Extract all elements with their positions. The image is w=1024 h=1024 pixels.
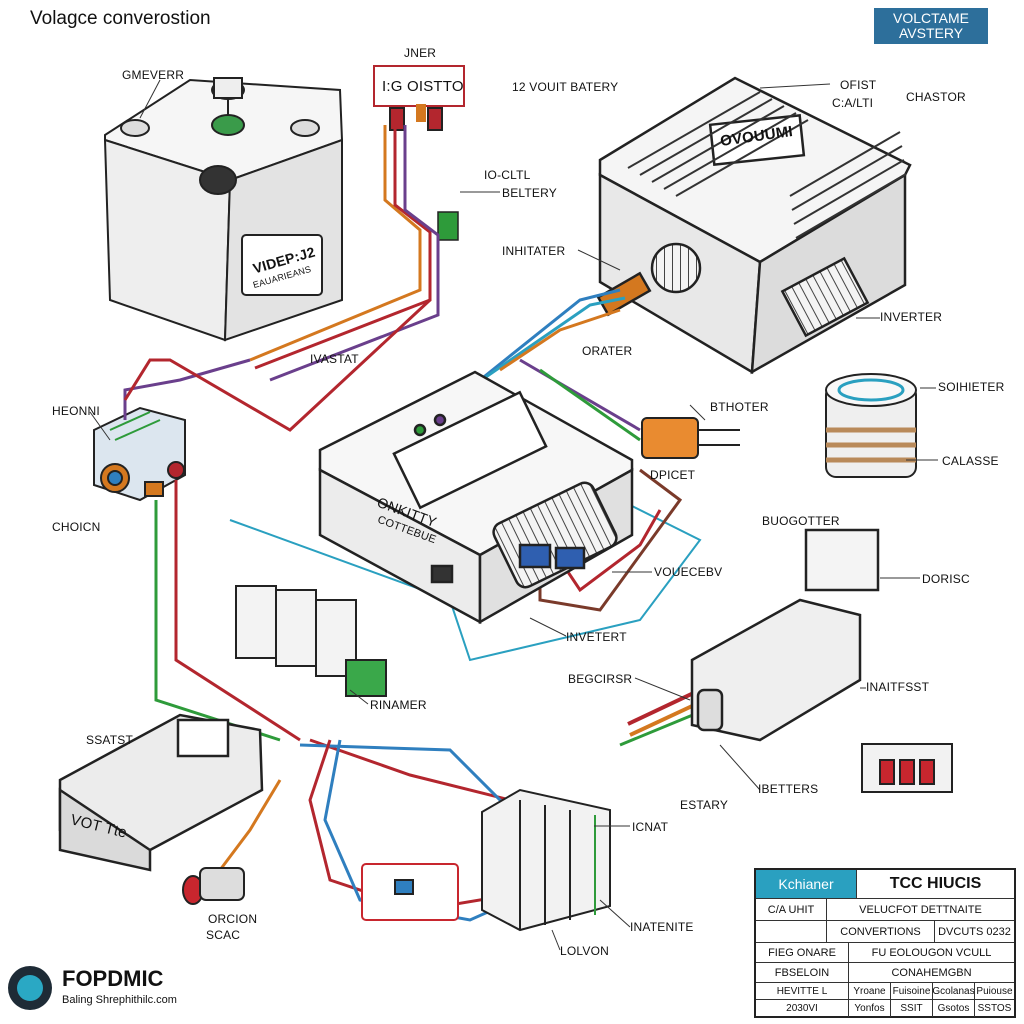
title-block-header-right: TCC HIUCIS: [856, 870, 1014, 898]
switch-module: [93, 406, 186, 502]
label-cavti: C:A/LTI: [832, 96, 874, 110]
badge-line-2: AVSTERY: [898, 25, 964, 41]
inverter-fins: [627, 91, 907, 239]
green-connector: [437, 211, 459, 241]
label-begcirsr: BEGCIRSR: [568, 672, 633, 686]
brand-badge: VOLCTAME AVSTERY: [874, 8, 988, 44]
title-block-row6-cell: Gsotos: [932, 1000, 974, 1017]
title-block-row5-cell: Fuisoine: [890, 983, 932, 1000]
label-vasvsti: IVASTAT: [310, 352, 359, 366]
title-block-row4-left: FBSELOIN: [774, 967, 830, 979]
title-block-row-1: C/A UHIT VELUCFOT DETTNAITE: [756, 898, 1014, 921]
orange-connector: [641, 417, 740, 459]
title-block-row1-right: VELUCFOT DETTNAITE: [826, 899, 1014, 921]
pcb-card: [361, 863, 459, 921]
title-block-row5-cell: Gcolanas: [932, 983, 974, 1000]
label-sohieter: SOIHIETER: [938, 380, 1005, 394]
label-inatenite: INATENITE: [630, 920, 694, 934]
label-12v-battery: 12 VOUIT BATERY: [512, 80, 619, 94]
title-block-row2-mid: CONVERTIONS: [826, 921, 934, 943]
label-calasse: CALASSE: [942, 454, 999, 468]
label-buogotter: BUOGOTTER: [762, 514, 840, 528]
relay-block: [373, 65, 465, 131]
title-block-header-left: Kchianer: [756, 870, 856, 898]
label-ssatst: SSATST: [86, 733, 133, 747]
title-block-row3-right: FU EOLOUGON VCULL: [848, 943, 1014, 963]
label-orcion: ORCION: [208, 912, 258, 926]
title-block-row3-left: FIEG ONARE: [768, 947, 836, 959]
title-block-row-3: FIEG ONARE FU EOLOUGON VCULL: [756, 942, 1014, 963]
leader-lines: [89, 79, 938, 951]
title-block-row4-right: CONAHEMGBN: [848, 963, 1014, 983]
label-doris: DORISC: [922, 572, 970, 586]
logo-name: FOPDMIC: [62, 966, 164, 991]
title-block-row6-cell: SSTOS: [974, 1000, 1014, 1017]
label-choion: CHOICN: [52, 520, 101, 534]
label-hedgni: HEONNI: [52, 404, 100, 418]
label-scac: SCAC: [206, 928, 241, 942]
label-ibetters: IBETTERS: [758, 782, 819, 796]
title-block-header: Kchianer TCC HIUCIS: [756, 870, 1014, 898]
logo-url: Baling Shrephithilc.com: [62, 994, 177, 1006]
title-block: Kchianer TCC HIUCIS C/A UHIT VELUCFOT DE…: [754, 868, 1016, 1018]
label-inhitater: INHITATER: [502, 244, 566, 258]
site-logo: FOPDMIC Baling Shrephithilc.com: [8, 964, 228, 1016]
page-title: Volagce converostion: [30, 8, 211, 29]
label-ofist: OFIST: [840, 78, 877, 92]
label-inverter: INVERTER: [880, 310, 943, 324]
title-block-row-5: HEVITTE L Yroane Fuisoine Gcolanas Puiou…: [756, 982, 1014, 1000]
converter-box: [318, 370, 634, 625]
label-lolvon: LOLVON: [560, 944, 609, 958]
label-estary: ESTARY: [680, 798, 729, 812]
label-icnat: ICNAT: [632, 820, 669, 834]
logo-mark-icon: [8, 966, 52, 1010]
title-block-row6-cell: Yonfos: [848, 1000, 890, 1017]
label-relay: I:G OISTTO: [382, 78, 464, 95]
label-io-clt: IO-CLTL: [484, 168, 531, 182]
label-vouecebv: VOUECEBV: [654, 565, 723, 579]
title-block-row1-left: C/A UHIT: [767, 904, 815, 916]
label-gmeverr: GMEVERR: [122, 68, 185, 82]
capacitor-coil: [825, 373, 917, 478]
title-block-row6-cell: SSIT: [890, 1000, 932, 1017]
controller-device: [58, 713, 264, 872]
label-chastor: CHASTOR: [906, 90, 966, 104]
terminal-block: [235, 585, 387, 697]
title-block-row-6: 2030VI Yonfos SSIT Gsotos SSTOS: [756, 999, 1014, 1017]
badge-line-1: VOLCTAME: [893, 10, 969, 26]
label-orater: ORATER: [582, 344, 633, 358]
title-block-row5-cell: Puiouse: [974, 983, 1014, 1000]
label-beltery: BELTERY: [502, 186, 557, 200]
title-block-row6-cell: 2030VI: [786, 1003, 818, 1014]
title-block-row-2: CONVERTIONS DVCUTS 0232: [756, 920, 1014, 943]
label-dpicet: DPICET: [650, 468, 696, 482]
power-module: [690, 528, 880, 742]
label-jner: JNER: [404, 46, 437, 60]
fuse-array: [861, 743, 953, 793]
label-bthoter: BTHOTER: [710, 400, 769, 414]
battery: [103, 77, 344, 342]
title-block-row5-cell: Yroane: [848, 983, 890, 1000]
label-rinamer: RINAMER: [370, 698, 427, 712]
title-block-row5-cell: HEVITTE L: [776, 986, 828, 997]
title-block-row2-right: DVCUTS 0232: [934, 921, 1014, 943]
title-block-row-4: FBSELOIN CONAHEMGBN: [756, 962, 1014, 983]
relay-array: [481, 788, 611, 932]
title-block-row2-empty: [756, 921, 826, 943]
label-inaitfsst: INAITFSST: [866, 680, 930, 694]
label-invetert: INVETERT: [566, 630, 627, 644]
red-coil-sensor: [182, 867, 245, 905]
